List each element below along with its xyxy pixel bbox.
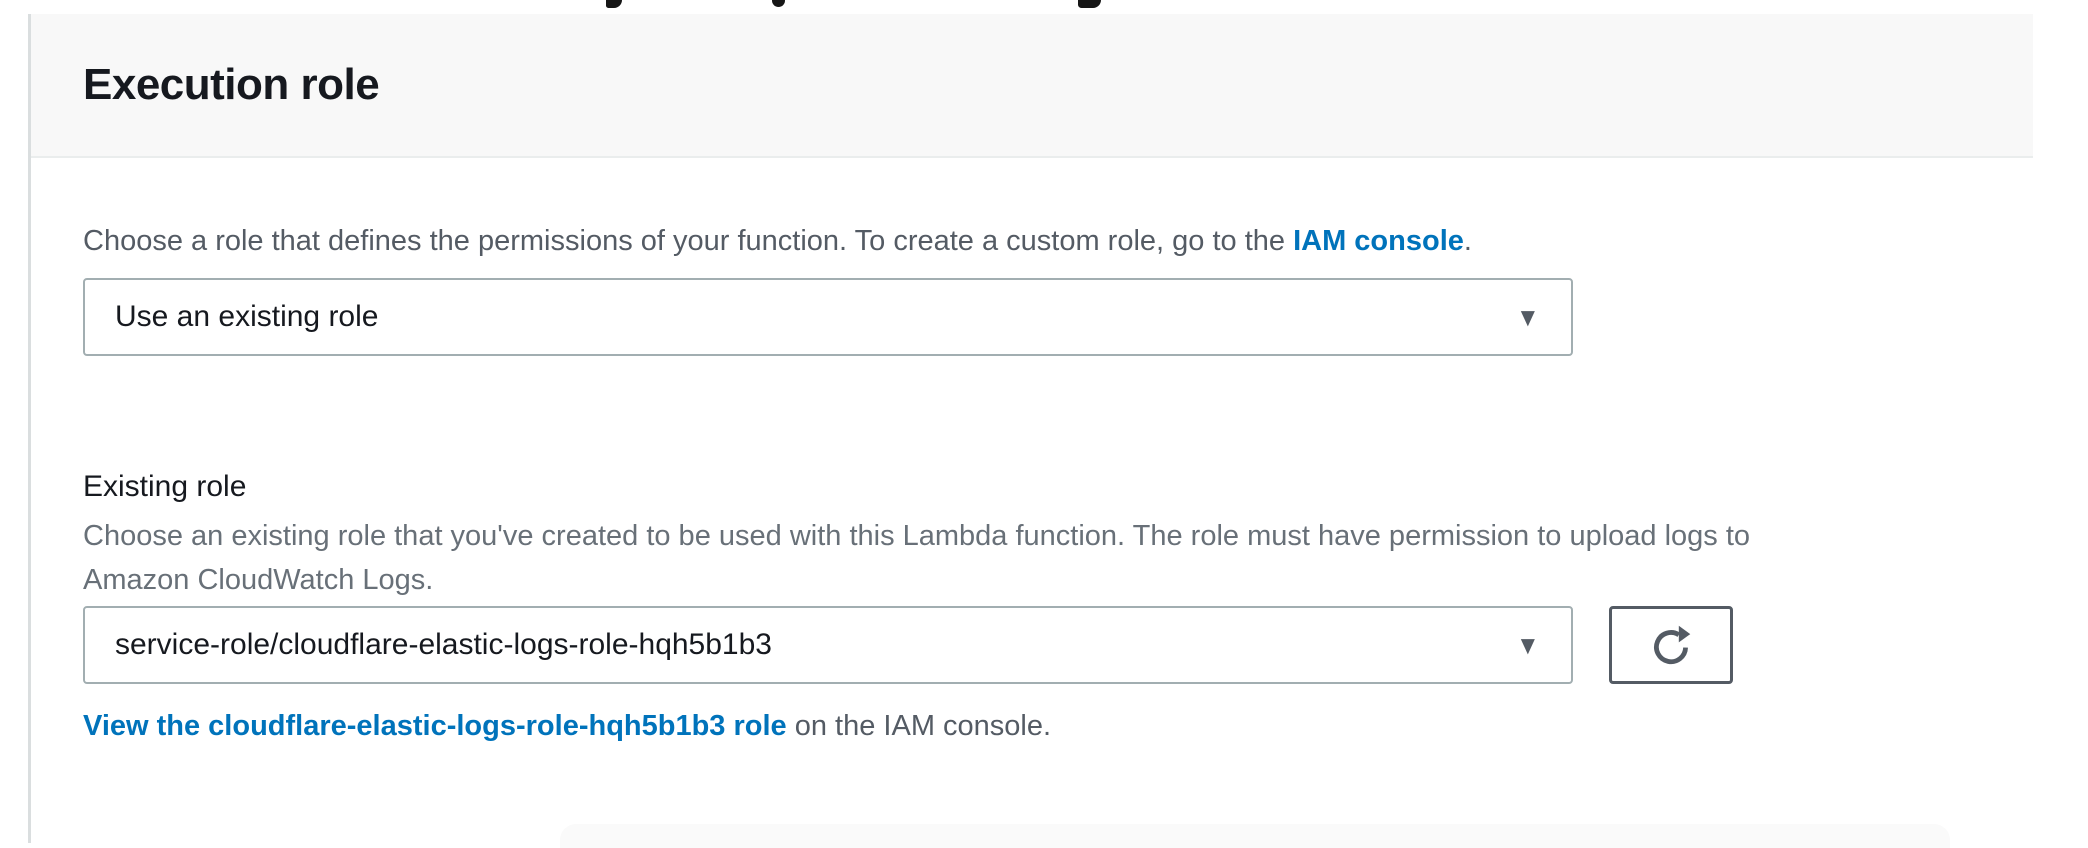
refresh-icon: [1654, 625, 1691, 665]
dropdown-arrow-icon: ▼: [1516, 302, 1540, 332]
panel-header: Execution role: [31, 14, 2033, 158]
execution-role-panel: Execution role Choose a role that define…: [28, 14, 2033, 843]
existing-role-label: Existing role: [83, 470, 247, 503]
existing-role-description-line: Amazon CloudWatch Logs.: [83, 564, 434, 596]
dropdown-arrow-icon: ▼: [1516, 630, 1540, 660]
existing-role-row: service-role/cloudflare-elastic-logs-rol…: [83, 606, 2033, 684]
iam-console-link[interactable]: IAM console: [1293, 225, 1464, 257]
panel-body: Choose a role that defines the permissio…: [31, 158, 2033, 843]
existing-role-select[interactable]: service-role/cloudflare-elastic-logs-rol…: [83, 606, 1573, 684]
view-role-link[interactable]: View the cloudflare-elastic-logs-role-hq…: [83, 710, 787, 742]
next-section-edge: [560, 824, 1950, 848]
panel-title: Execution role: [83, 60, 380, 109]
role-type-description: Choose a role that defines the permissio…: [83, 224, 2033, 258]
role-type-description-period: .: [1463, 225, 1472, 257]
existing-role-description-line: Choose an existing role that you've crea…: [83, 520, 1751, 552]
role-type-description-text: Choose a role that defines the permissio…: [83, 225, 1294, 257]
role-type-select[interactable]: Use an existing role ▼: [83, 278, 1573, 356]
refresh-roles-button[interactable]: [1609, 606, 1733, 684]
cropped-text-fragment: [772, 0, 785, 7]
cropped-text-fragment: [1078, 0, 1101, 8]
existing-role-select-value: service-role/cloudflare-elastic-logs-rol…: [115, 628, 772, 661]
view-role-line: View the cloudflare-elastic-logs-role-hq…: [83, 708, 2033, 744]
existing-role-description: Choose an existing role that you've crea…: [83, 514, 2033, 602]
view-role-link-suffix: on the IAM console.: [786, 710, 1052, 742]
cropped-text-fragment: [606, 0, 622, 8]
role-type-select-value: Use an existing role: [115, 300, 379, 333]
